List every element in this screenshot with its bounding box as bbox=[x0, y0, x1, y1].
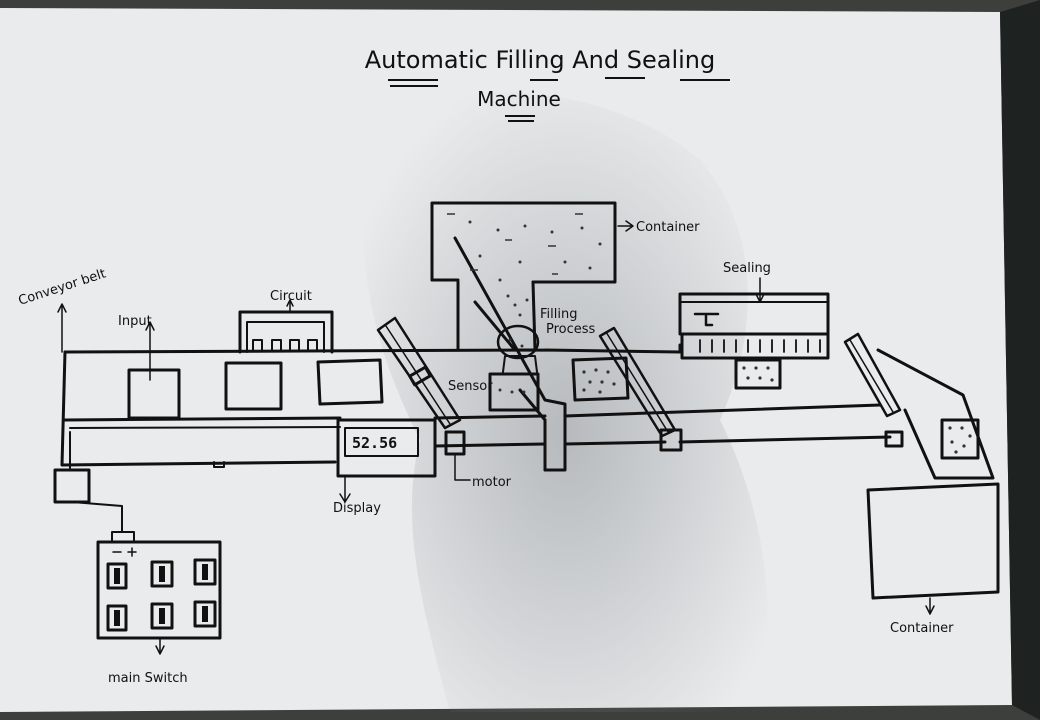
display-arrow bbox=[339, 475, 351, 503]
container-arrow bbox=[617, 220, 634, 232]
sealing-t-head bbox=[693, 312, 720, 327]
switch-1 bbox=[106, 562, 128, 590]
sensor-head bbox=[408, 365, 432, 387]
sealing-teeth bbox=[699, 339, 821, 353]
circuit-label: Circuit bbox=[270, 289, 312, 304]
sensor-arm-1 bbox=[376, 316, 462, 430]
switch-3 bbox=[193, 558, 217, 586]
motor-box-3 bbox=[884, 430, 904, 448]
diagram-title: Automatic Filling And Sealing Machine bbox=[365, 46, 730, 122]
display-label: Display bbox=[333, 501, 381, 516]
display-screen bbox=[344, 427, 419, 457]
circuit-inner bbox=[246, 321, 325, 353]
exit-container bbox=[940, 418, 980, 460]
switch-6 bbox=[193, 600, 217, 628]
hopper-box bbox=[430, 201, 617, 284]
belt-mid-line-right bbox=[433, 403, 882, 420]
switch-toggles bbox=[114, 564, 208, 626]
filling-cup bbox=[488, 372, 540, 412]
power-wire bbox=[71, 501, 123, 533]
circuit-housing bbox=[238, 310, 334, 354]
belt-container-1 bbox=[127, 368, 181, 420]
switch-polarity bbox=[112, 547, 137, 557]
filling-cup-top bbox=[502, 355, 538, 373]
sensor-label: Sensor bbox=[448, 379, 493, 394]
photo-shadow bbox=[363, 92, 768, 712]
sealing-housing bbox=[678, 292, 830, 336]
belt-container-2 bbox=[224, 361, 283, 411]
hopper-chute-inner bbox=[456, 280, 537, 352]
display-housing bbox=[336, 418, 437, 478]
filled-container bbox=[571, 356, 630, 402]
circuit-arrow bbox=[286, 299, 294, 313]
motor-box-2 bbox=[659, 428, 683, 452]
filling-label-2: Process bbox=[546, 322, 596, 337]
sensor-arm-2-inner bbox=[605, 331, 669, 433]
display-value: 52.56 bbox=[352, 434, 397, 452]
collection-arrow bbox=[925, 597, 935, 615]
sensor-arm-1-inner bbox=[385, 325, 451, 425]
title-line-1: Automatic Filling And Sealing bbox=[365, 46, 716, 74]
belt-mid-line-2 bbox=[69, 426, 341, 429]
motor-label: motor bbox=[472, 475, 512, 490]
belt-left-end bbox=[60, 350, 337, 467]
paper-edge-shadow bbox=[1000, 0, 1040, 720]
liquid-dashes bbox=[447, 213, 583, 275]
switch-4 bbox=[106, 604, 128, 632]
sealed-container bbox=[734, 358, 782, 390]
belt-notch bbox=[213, 461, 225, 468]
belt-bottom-line-right bbox=[433, 435, 892, 448]
filling-nozzle bbox=[496, 324, 540, 360]
sensor-arm-3-inner bbox=[849, 339, 894, 413]
switch-2 bbox=[150, 560, 174, 588]
motor-pointer bbox=[454, 453, 471, 481]
main-switch-panel bbox=[96, 540, 222, 640]
exit-chute bbox=[876, 348, 995, 480]
title-line-2: Machine bbox=[477, 87, 561, 111]
sealing-press bbox=[680, 332, 830, 360]
container-top-label: Container bbox=[636, 220, 700, 235]
sealing-arrow bbox=[755, 277, 765, 303]
input-arrow bbox=[145, 321, 155, 381]
belt-top-line bbox=[63, 343, 682, 354]
switch-5 bbox=[150, 602, 174, 630]
conveyor-label-arrow bbox=[57, 303, 67, 353]
belt-mid-line bbox=[63, 416, 342, 422]
liquid-dots bbox=[468, 220, 972, 454]
main-switch-label: main Switch bbox=[108, 671, 188, 686]
sensor-arm-3 bbox=[843, 332, 902, 418]
sealing-label: Sealing bbox=[723, 261, 771, 276]
input-label: Input bbox=[118, 314, 152, 329]
filling-label-1: Filling bbox=[540, 307, 577, 322]
collection-container bbox=[866, 482, 1000, 600]
circuit-chips bbox=[252, 339, 318, 351]
belt-container-3 bbox=[316, 358, 384, 406]
switch-arrow bbox=[155, 637, 165, 655]
container-bottom-label: Container bbox=[890, 621, 954, 636]
